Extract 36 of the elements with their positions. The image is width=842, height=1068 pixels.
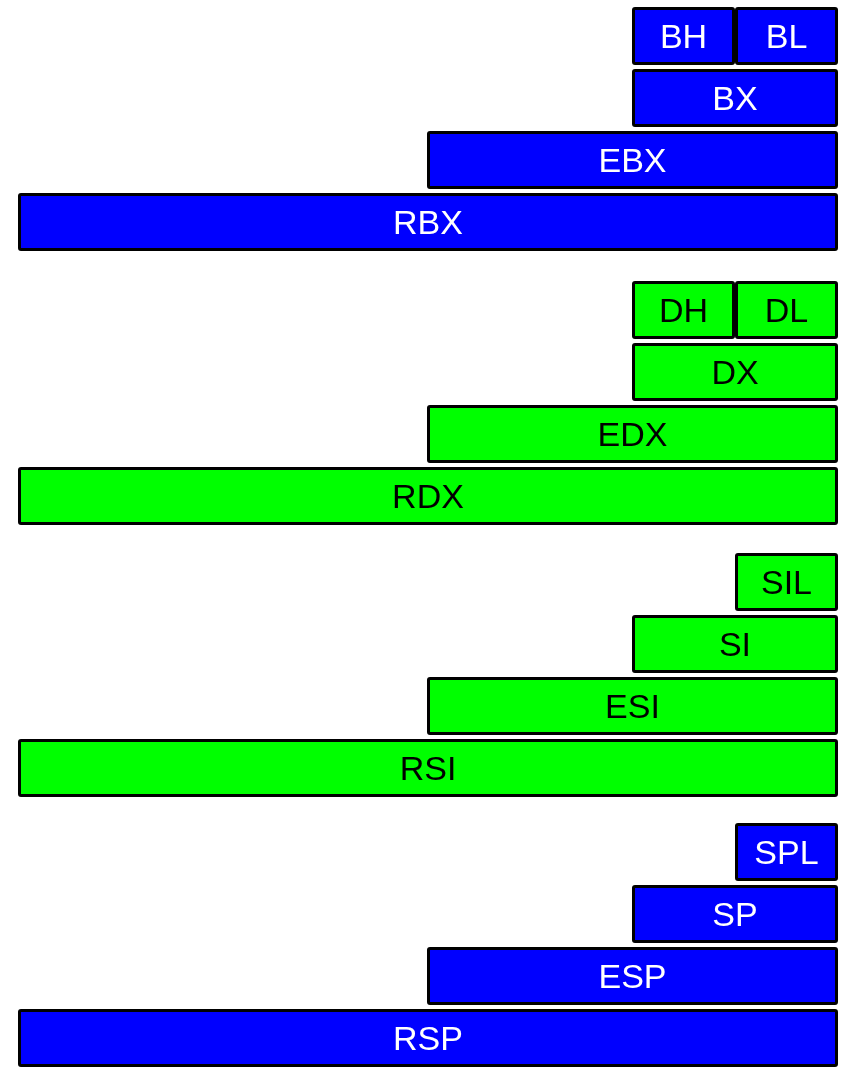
- register-box: [427, 947, 838, 1005]
- register-name: DH: [658, 293, 709, 327]
- register-name: EBX: [598, 143, 667, 177]
- register-name: ESI: [605, 689, 660, 723]
- register-box: [632, 615, 838, 673]
- register-box: [735, 7, 838, 65]
- register-box: [632, 343, 838, 401]
- register-name: RBX: [393, 205, 463, 239]
- register-name: RDX: [392, 479, 464, 513]
- register-name: SIL: [760, 565, 812, 599]
- register-box: [632, 885, 838, 943]
- register-box: [427, 677, 838, 735]
- register-box: [18, 467, 838, 525]
- register-box: [18, 739, 838, 797]
- register-name: RSP: [393, 1021, 463, 1055]
- register-name: DL: [764, 293, 809, 327]
- register-box: [735, 281, 838, 339]
- register-name: BX: [712, 81, 758, 115]
- register-box: [18, 1009, 838, 1067]
- register-name: ESP: [598, 959, 667, 993]
- register-name: BL: [765, 19, 808, 53]
- register-box: [427, 405, 838, 463]
- register-name: BH: [659, 19, 708, 53]
- register-box: [632, 7, 735, 65]
- register-name: DX: [711, 355, 759, 389]
- register-name: SI: [718, 627, 752, 661]
- register-box: [735, 823, 838, 881]
- register-name: EDX: [597, 417, 668, 451]
- register-box: [632, 69, 838, 127]
- register-name: SP: [712, 897, 758, 931]
- register-box: [18, 193, 838, 251]
- register-name: RSI: [399, 751, 457, 785]
- register-box: [735, 553, 838, 611]
- register-name: SPL: [754, 835, 819, 869]
- register-box: [427, 131, 838, 189]
- register-box: [632, 281, 735, 339]
